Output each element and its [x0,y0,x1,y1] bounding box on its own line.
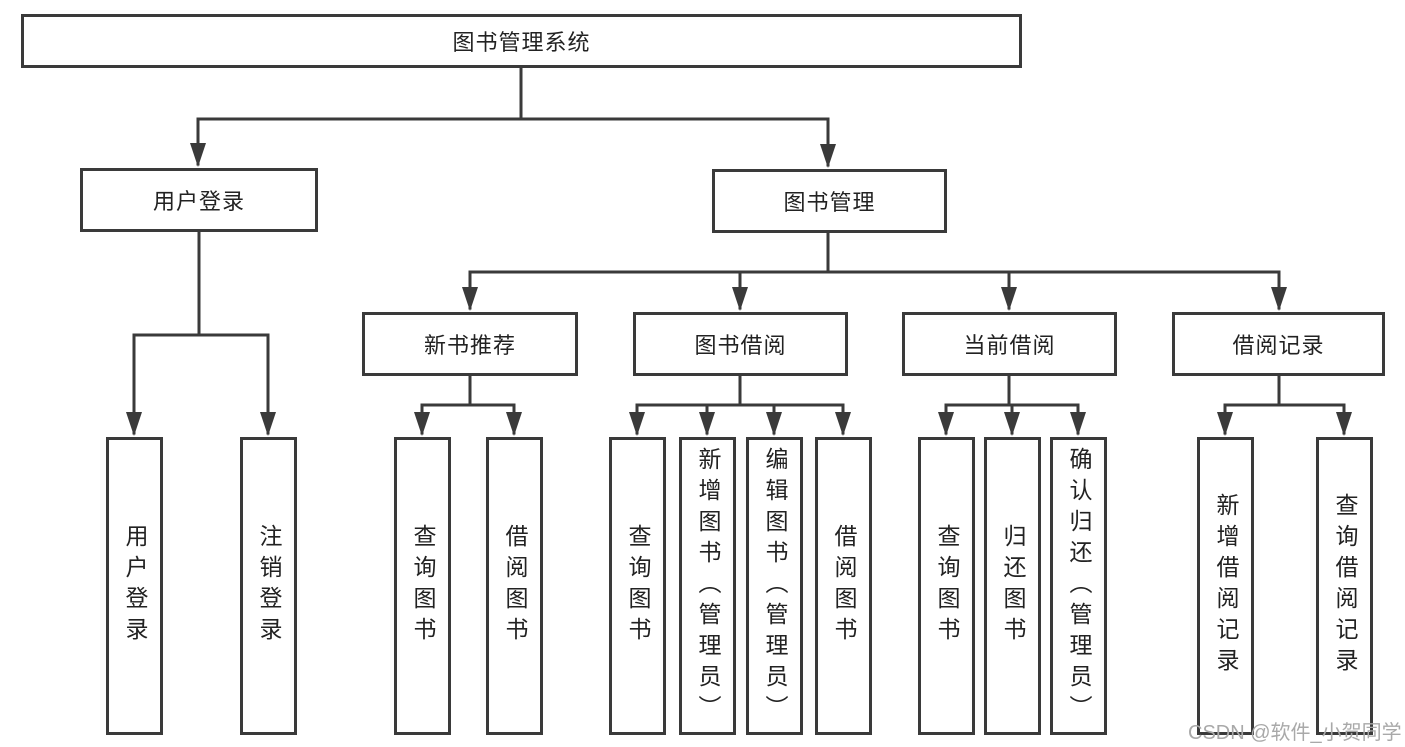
leaf-confirm-return-admin: 确认归还（管理员） [1050,437,1107,735]
leaf-borrow-book-label: 借阅图书 [831,524,857,648]
leaf-add-borrow-record-label: 新增借阅记录 [1213,493,1239,679]
leaf-edit-book-admin: 编辑图书（管理员） [746,437,803,735]
leaf-query-borrow-record: 查询借阅记录 [1316,437,1373,735]
node-user-login: 用户登录 [80,168,318,232]
leaf-user-login: 用户登录 [106,437,163,735]
node-root-system: 图书管理系统 [21,14,1022,68]
leaf-query-book-recommend: 查询图书 [394,437,451,735]
leaf-edit-book-admin-label: 编辑图书（管理员） [762,446,788,726]
leaf-query-book-current: 查询图书 [918,437,975,735]
node-new-book-recommend-label: 新书推荐 [423,333,516,358]
node-book-mgmt-label: 图书管理 [783,190,876,215]
leaf-logout: 注销登录 [240,437,297,735]
leaf-user-login-label: 用户登录 [122,524,148,648]
node-borrow-records-label: 借阅记录 [1232,333,1325,358]
node-book-borrow: 图书借阅 [633,312,848,376]
node-root-system-label: 图书管理系统 [452,30,591,55]
leaf-confirm-return-admin-label: 确认归还（管理员） [1066,446,1092,726]
node-borrow-records: 借阅记录 [1172,312,1385,376]
node-book-mgmt: 图书管理 [712,169,947,233]
node-book-borrow-label: 图书借阅 [694,333,787,358]
leaf-borrow-book-recommend: 借阅图书 [486,437,543,735]
node-current-borrow-label: 当前借阅 [963,333,1056,358]
leaf-add-book-admin-label: 新增图书（管理员） [695,446,721,726]
leaf-query-book-recommend-label: 查询图书 [410,524,436,648]
node-current-borrow: 当前借阅 [902,312,1117,376]
csdn-watermark: CSDN @软件_小贺同学 [1188,722,1402,744]
leaf-add-book-admin: 新增图书（管理员） [679,437,736,735]
node-user-login-label: 用户登录 [152,189,245,214]
leaf-query-borrow-record-label: 查询借阅记录 [1332,493,1358,679]
leaf-return-book: 归还图书 [984,437,1041,735]
leaf-logout-label: 注销登录 [256,524,282,648]
node-new-book-recommend: 新书推荐 [362,312,578,376]
leaf-query-book-borrow: 查询图书 [609,437,666,735]
leaf-add-borrow-record: 新增借阅记录 [1197,437,1254,735]
leaf-query-book-current-label: 查询图书 [934,524,960,648]
leaf-borrow-book-recommend-label: 借阅图书 [502,524,528,648]
leaf-query-book-borrow-label: 查询图书 [625,524,651,648]
leaf-borrow-book: 借阅图书 [815,437,872,735]
leaf-return-book-label: 归还图书 [1000,524,1026,648]
